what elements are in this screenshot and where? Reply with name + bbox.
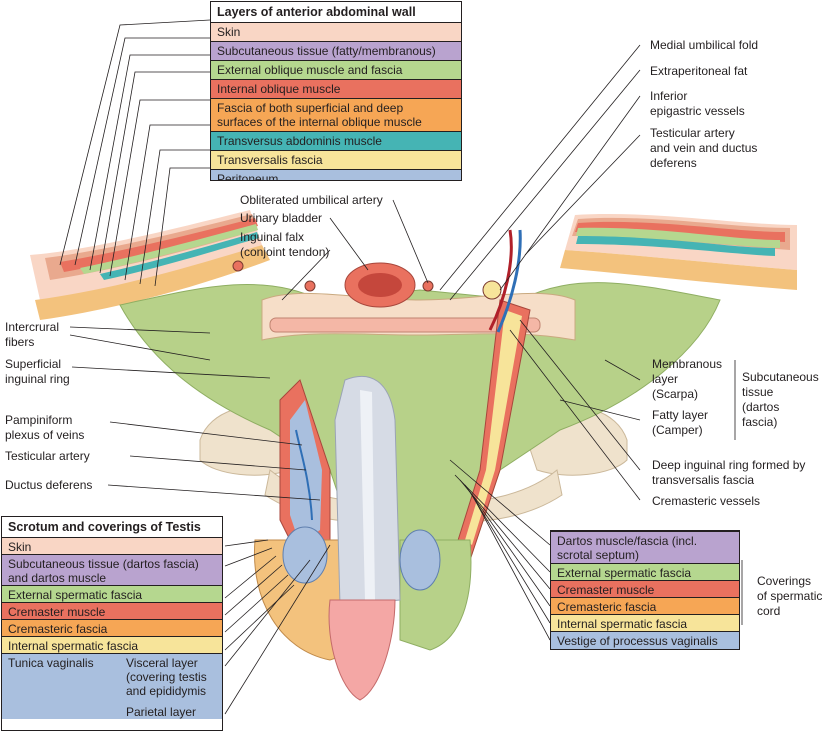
- tunica-vaginalis-label: Tunica vaginalis: [8, 656, 94, 670]
- legend-row: Cremasteric fascia: [2, 619, 222, 636]
- legend-row: Cremaster muscle: [551, 580, 739, 597]
- label-membranous-layer: Membranous layer (Scarpa): [652, 357, 723, 401]
- label-subcutaneous-tissue: Subcutaneous tissue (dartos fascia): [742, 370, 819, 429]
- tunica-visceral-label: Visceral layer (covering testis and epid…: [126, 656, 207, 698]
- label-ductus-deferens: Ductus deferens: [5, 478, 93, 492]
- legend-row: Fascia of both superficial and deep surf…: [211, 98, 461, 131]
- label-testicular-artery-vein-ductus: Testicular artery and vein and ductus de…: [650, 126, 758, 170]
- legend-row: Internal oblique muscle: [211, 79, 461, 98]
- legend-row: Peritoneum: [211, 169, 461, 180]
- abdominal-wall-legend-title: Layers of anterior abdominal wall: [217, 5, 416, 19]
- legend-row: Cremasteric fascia: [551, 597, 739, 614]
- abdominal-wall-right: [560, 213, 797, 290]
- label-urinary-bladder: Urinary bladder: [240, 211, 323, 225]
- leader-lines: [59, 19, 743, 715]
- legend-row: Skin: [2, 537, 222, 554]
- legend-row: Internal spermatic fascia: [551, 614, 739, 631]
- legend-row: Dartos muscle/fascia (incl. scrotal sept…: [551, 531, 739, 563]
- legend-row: External spermatic fascia: [2, 585, 222, 602]
- label-inferior-epigastric-vessels: Inferior epigastric vessels: [650, 89, 745, 118]
- legend-row: Internal spermatic fascia: [2, 636, 222, 653]
- label-superficial-inguinal-ring: Superficial inguinal ring: [5, 357, 70, 386]
- label-cremasteric-vessels: Cremasteric vessels: [652, 494, 761, 508]
- obliterated-umbilical-artery-left: [304, 280, 316, 292]
- spermatic-cord-legend: Dartos muscle/fascia (incl. scrotal sept…: [550, 530, 740, 650]
- coverings-bracket-label: Coverings of spermatic cord: [757, 574, 823, 618]
- label-medial-umbilical-fold: Medial umbilical fold: [650, 38, 759, 52]
- legend-row: Skin: [211, 22, 461, 41]
- label-extraperitoneal-fat: Extraperitoneal fat: [650, 64, 748, 78]
- testis-right: [399, 529, 441, 591]
- legend-row: External oblique muscle and fascia: [211, 60, 461, 79]
- legend-row: Subcutaneous tissue (dartos fascia) and …: [2, 554, 222, 585]
- legend-row: External spermatic fascia: [551, 563, 739, 580]
- green-fascia-sheet: [119, 282, 721, 601]
- label-fatty-layer: Fatty layer (Camper): [652, 408, 709, 437]
- abdominal-wall-left: [30, 210, 270, 320]
- testis-left: [282, 526, 328, 584]
- legend-row: Subcutaneous tissue (fatty/membranous): [211, 41, 461, 60]
- obliterated-umbilical-artery-right: [422, 280, 434, 292]
- label-inguinal-falx: Inguinal falx (conjoint tendon): [240, 230, 330, 259]
- label-deep-inguinal-ring: Deep inguinal ring formed by transversal…: [652, 458, 806, 487]
- legend-row: Transversus abdominis muscle: [211, 131, 461, 150]
- label-testicular-artery: Testicular artery: [5, 449, 90, 463]
- penis: [328, 375, 401, 701]
- legend-row: Transversalis fascia: [211, 150, 461, 169]
- label-intercrural-fibers: Intercrural fibers: [5, 320, 60, 349]
- scrotum-legend-title: Scrotum and coverings of Testis: [8, 520, 201, 534]
- legend-row: Vestige of processus vaginalis: [551, 631, 739, 649]
- tunica-vaginalis-row: Tunica vaginalis Visceral layer (coverin…: [2, 653, 222, 719]
- label-pampiniform-plexus: Pampiniform plexus of veins: [5, 413, 85, 442]
- legend-row: Cremaster muscle: [2, 602, 222, 619]
- tunica-parietal-label: Parietal layer: [126, 705, 197, 719]
- label-obliterated-umbilical-artery: Obliterated umbilical artery: [240, 193, 383, 207]
